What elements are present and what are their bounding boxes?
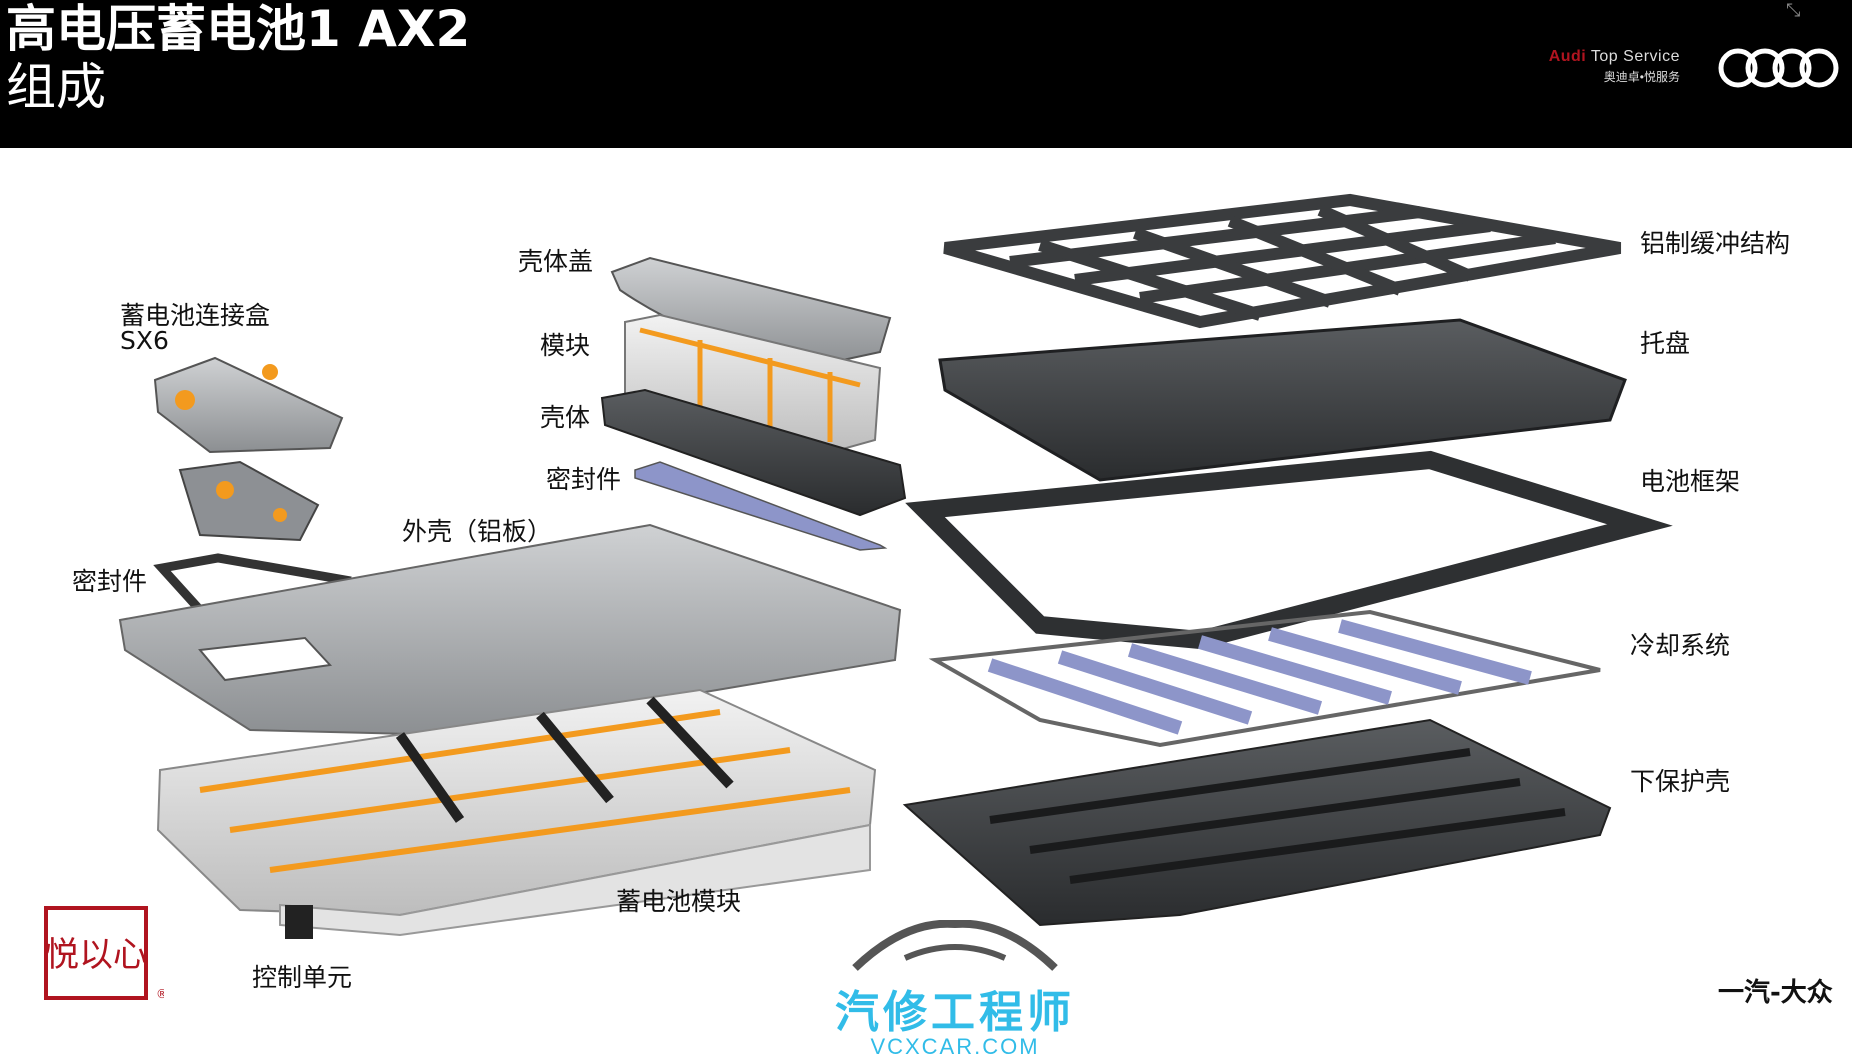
car-silhouette-icon [852,919,1058,971]
label-seal-upper: 密封件 [546,465,622,494]
faw-vw-logo: 一汽-大众 [1718,978,1833,1008]
yue-yi-xin-seal: 悦以心 ® [44,906,164,1000]
battery-module-part [156,688,877,937]
seal-upper-part [634,461,888,551]
outer-shell-part [118,523,902,737]
junction-box-part [153,356,344,542]
label-battery-frame: 电池框架 [1640,467,1741,496]
label-junction-box: 蓄电池连接盒 [120,301,271,330]
audi-top-service-logo: Audi Top Service 奥迪卓•悦服务 [1548,48,1680,84]
control-unit-part [285,905,313,939]
label-junction-box-code: SX6 [120,326,169,355]
label-battery-module: 蓄电池模块 [616,887,742,916]
label-housing: 壳体 [540,403,591,432]
label-tray: 托盘 [1640,329,1691,358]
label-outer-shell: 外壳（铝板） [402,517,553,546]
tray-part [938,318,1627,482]
housing-part [600,388,907,517]
header-bar: 高电压蓄电池1 AX2 组成 ⤡ Audi Top Service 奥迪卓•悦服… [0,0,1852,148]
vcxcar-watermark: 汽修工程师 VCXCAR.COM [790,919,1120,1060]
aluminium-crash-part [943,193,1622,329]
cooling-system-part [928,609,1601,748]
label-cooling-system: 冷却系统 [1630,631,1731,660]
svg-text:®: ® [156,987,164,1000]
label-module: 模块 [540,331,591,360]
label-seal-left: 密封件 [72,567,148,596]
audi-rings-logo [1718,48,1839,88]
svg-text:悦以心: 悦以心 [45,935,147,975]
label-aluminium-crash: 铝制缓冲结构 [1640,229,1791,258]
label-control-unit: 控制单元 [252,963,353,992]
page-title: 高电压蓄电池1 AX2 [6,0,471,58]
page-subtitle: 组成 [6,58,106,116]
label-housing-cover: 壳体盖 [518,247,594,276]
lower-shield-part [902,718,1612,927]
compress-icon[interactable]: ⤡ [1786,0,1801,21]
label-lower-shield: 下保护壳 [1630,767,1731,796]
battery-frame-part [905,450,1673,650]
